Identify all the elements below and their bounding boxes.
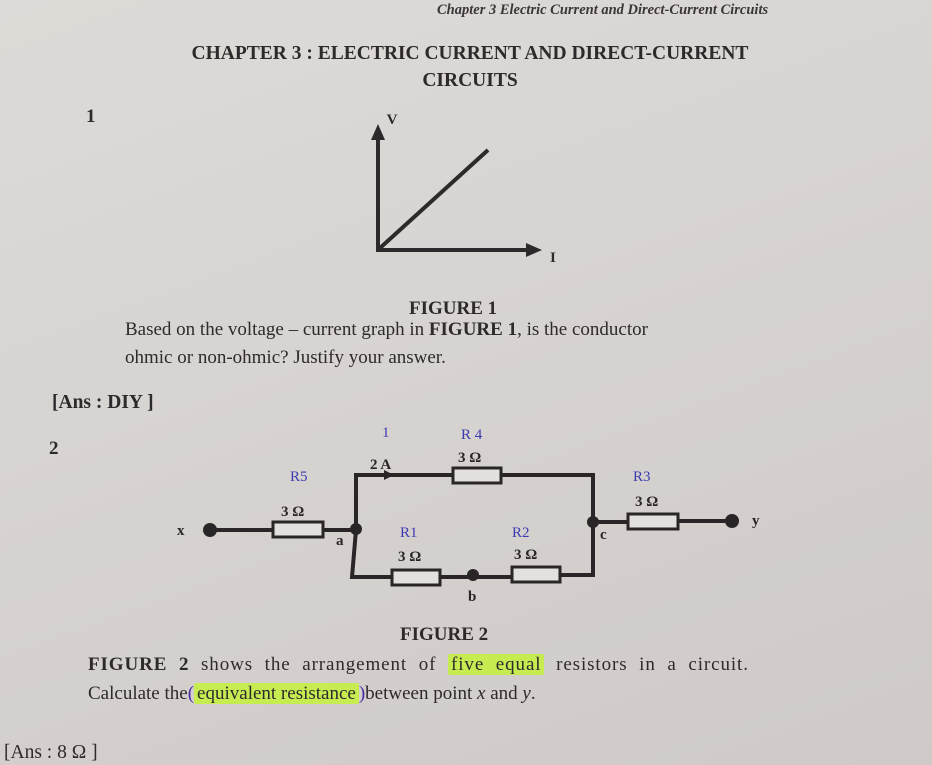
chapter-title: CHAPTER 3 : ELECTRIC CURRENT AND DIRECT-… <box>130 40 810 94</box>
handwritten-r2: R2 <box>512 525 530 541</box>
handwritten-r5: R5 <box>290 469 308 485</box>
r2-value: 3 Ω <box>514 547 537 563</box>
pen-close-paren: ) <box>358 683 366 704</box>
question-1-text: Based on the voltage – current graph in … <box>125 319 648 368</box>
highlight-five-equal: five equal <box>448 654 545 675</box>
graph-line <box>378 148 490 250</box>
resistor-r1 <box>390 568 442 587</box>
handwritten-r1: R1 <box>400 525 418 541</box>
handwritten-r4: R 4 <box>461 427 483 443</box>
current-label: 2 A <box>370 457 391 473</box>
label-b: b <box>468 589 476 605</box>
label-a: a <box>336 533 344 549</box>
terminal-x-dot <box>203 523 217 537</box>
resistor-r2 <box>510 565 562 584</box>
r5-value: 3 Ω <box>281 504 304 520</box>
r1-value: 3 Ω <box>398 549 421 565</box>
chapter-title-line2: CIRCUITS <box>422 70 518 91</box>
r3-value: 3 Ω <box>635 494 658 510</box>
figure-1-vi-graph: V I <box>371 112 556 266</box>
x-axis-arrow-icon <box>526 243 542 257</box>
handwritten-branch-mark: 1 <box>382 425 390 441</box>
running-header: Chapter 3 Electric Current and Direct-Cu… <box>437 2 769 18</box>
question-2-text-line1: FIGURE 2 shows the arrangement of five e… <box>88 654 749 675</box>
question-1-answer: [Ans : DIY ] <box>52 392 154 413</box>
resistor-r5 <box>271 520 325 539</box>
node-c-dot <box>587 516 599 528</box>
resistor-r3 <box>626 512 680 531</box>
figure-2-caption: FIGURE 2 <box>400 624 489 645</box>
terminal-y-dot <box>725 514 739 528</box>
node-b-dot <box>467 569 479 581</box>
y-axis-arrow-icon <box>371 124 385 140</box>
highlight-equivalent-resistance: equivalent resistance <box>194 683 359 704</box>
question-2-number: 2 <box>49 438 59 459</box>
y-axis-label: V <box>387 112 398 128</box>
figure-2-circuit-diagram: x a b c y 2 A 3 Ω 3 Ω 3 Ω 3 Ω 3 Ω R5 R 4… <box>177 425 760 605</box>
question-1-number: 1 <box>86 106 96 127</box>
figure-1-caption: FIGURE 1 <box>409 298 498 319</box>
question-2-answer: [Ans : 8 Ω ] <box>4 742 98 763</box>
resistor-r4 <box>451 466 503 485</box>
x-axis-label: I <box>550 250 556 266</box>
handwritten-r3: R3 <box>633 469 651 485</box>
label-c: c <box>600 527 607 543</box>
node-a-dot <box>350 523 362 535</box>
label-x: x <box>177 523 185 539</box>
chapter-title-line1: CHAPTER 3 : ELECTRIC CURRENT AND DIRECT-… <box>191 43 749 64</box>
r4-value: 3 Ω <box>458 450 481 466</box>
current-arrow-icon <box>384 470 394 480</box>
pen-open-paren: ( <box>187 683 195 704</box>
label-y: y <box>752 513 760 529</box>
question-2-text-line2: Calculate the(equivalent resistance)betw… <box>88 683 536 704</box>
